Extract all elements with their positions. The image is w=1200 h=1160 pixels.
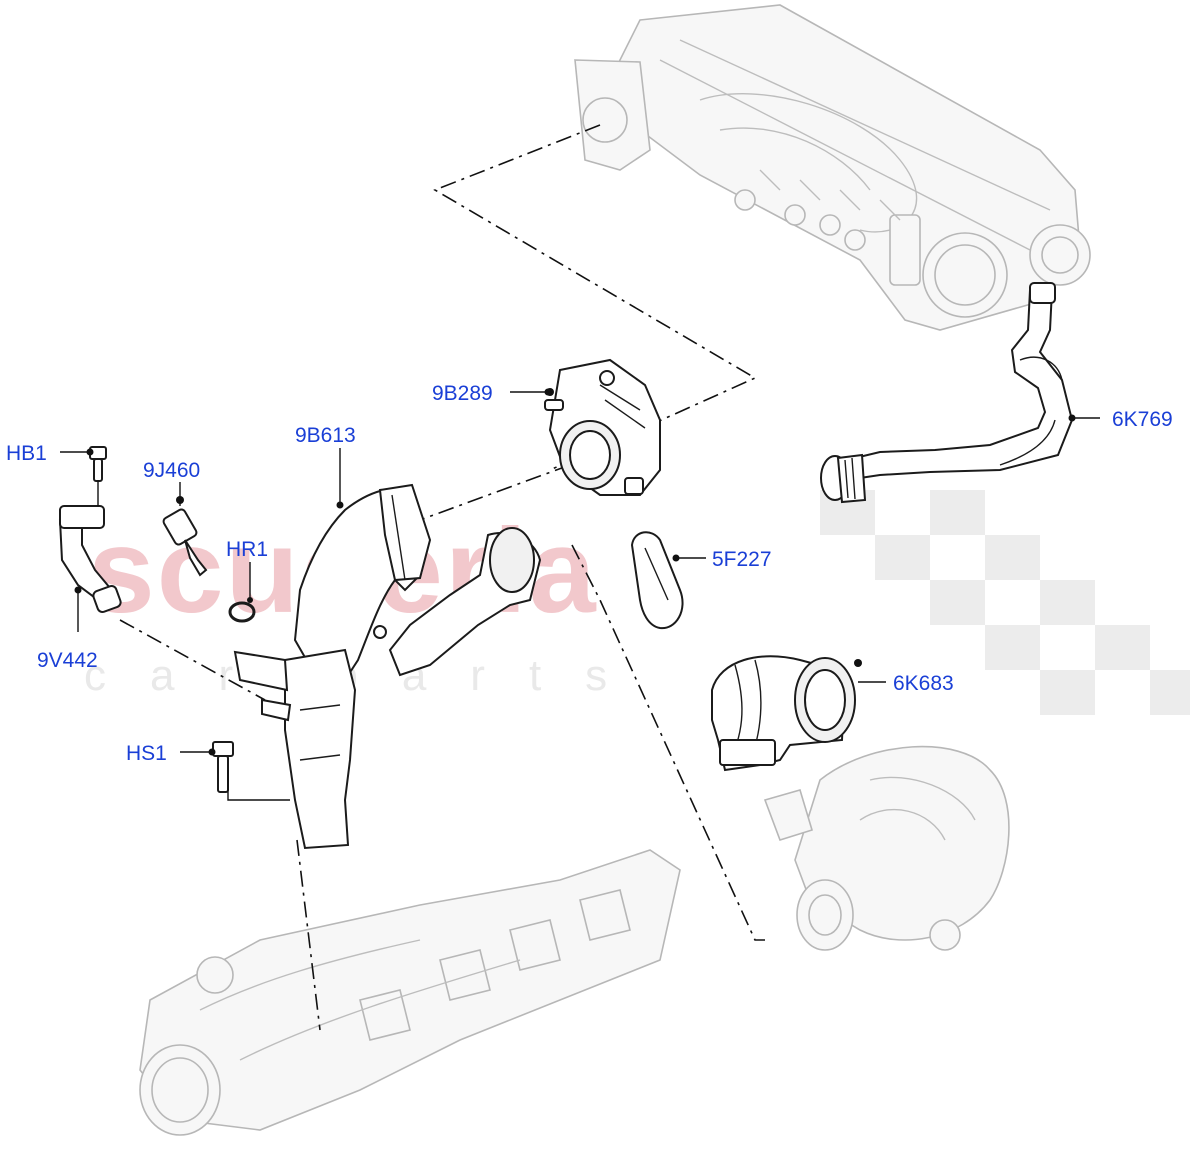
assembly-line-pipe-throttle bbox=[419, 464, 571, 521]
callout-labels: HB1 9J460 HR1 9B613 9B289 6K769 5F227 6K… bbox=[6, 382, 1173, 765]
part-turbo-outlet-elbow bbox=[711, 655, 862, 772]
callout-5f227: 5F227 bbox=[712, 548, 772, 571]
callout-hb1: HB1 bbox=[6, 442, 47, 465]
callout-6k683: 6K683 bbox=[893, 672, 954, 695]
leader-lines bbox=[60, 388, 1100, 756]
callout-hs1: HS1 bbox=[126, 742, 167, 765]
checker-flag-watermark bbox=[820, 490, 1190, 715]
callout-hr1: HR1 bbox=[226, 538, 268, 561]
assembly-line-breather bbox=[119, 619, 266, 701]
callout-9j460: 9J460 bbox=[143, 459, 200, 482]
part-breather-pipe bbox=[58, 505, 122, 614]
callout-9v442: 9V442 bbox=[37, 649, 98, 672]
assembly-line-manifold bbox=[296, 839, 321, 1031]
part-5f227-seal bbox=[630, 531, 684, 630]
watermark-tagline-text: car parts bbox=[84, 651, 651, 700]
ghost-exhaust-manifold bbox=[139, 849, 681, 1136]
part-hr1-ring bbox=[228, 601, 256, 623]
ghost-intake-manifold bbox=[574, 4, 1091, 331]
ghost-turbocharger bbox=[763, 745, 1010, 951]
part-hs1-bolt bbox=[212, 741, 290, 801]
part-charge-air-hose bbox=[820, 282, 1074, 504]
callout-9b613: 9B613 bbox=[295, 424, 356, 447]
part-9j460-sensor bbox=[162, 496, 208, 577]
callout-6k769: 6K769 bbox=[1112, 408, 1173, 431]
part-throttle-body bbox=[544, 358, 661, 496]
part-air-pipe-assembly bbox=[233, 483, 542, 850]
callout-9b289: 9B289 bbox=[432, 382, 493, 405]
assembly-line-turbo bbox=[571, 544, 765, 941]
